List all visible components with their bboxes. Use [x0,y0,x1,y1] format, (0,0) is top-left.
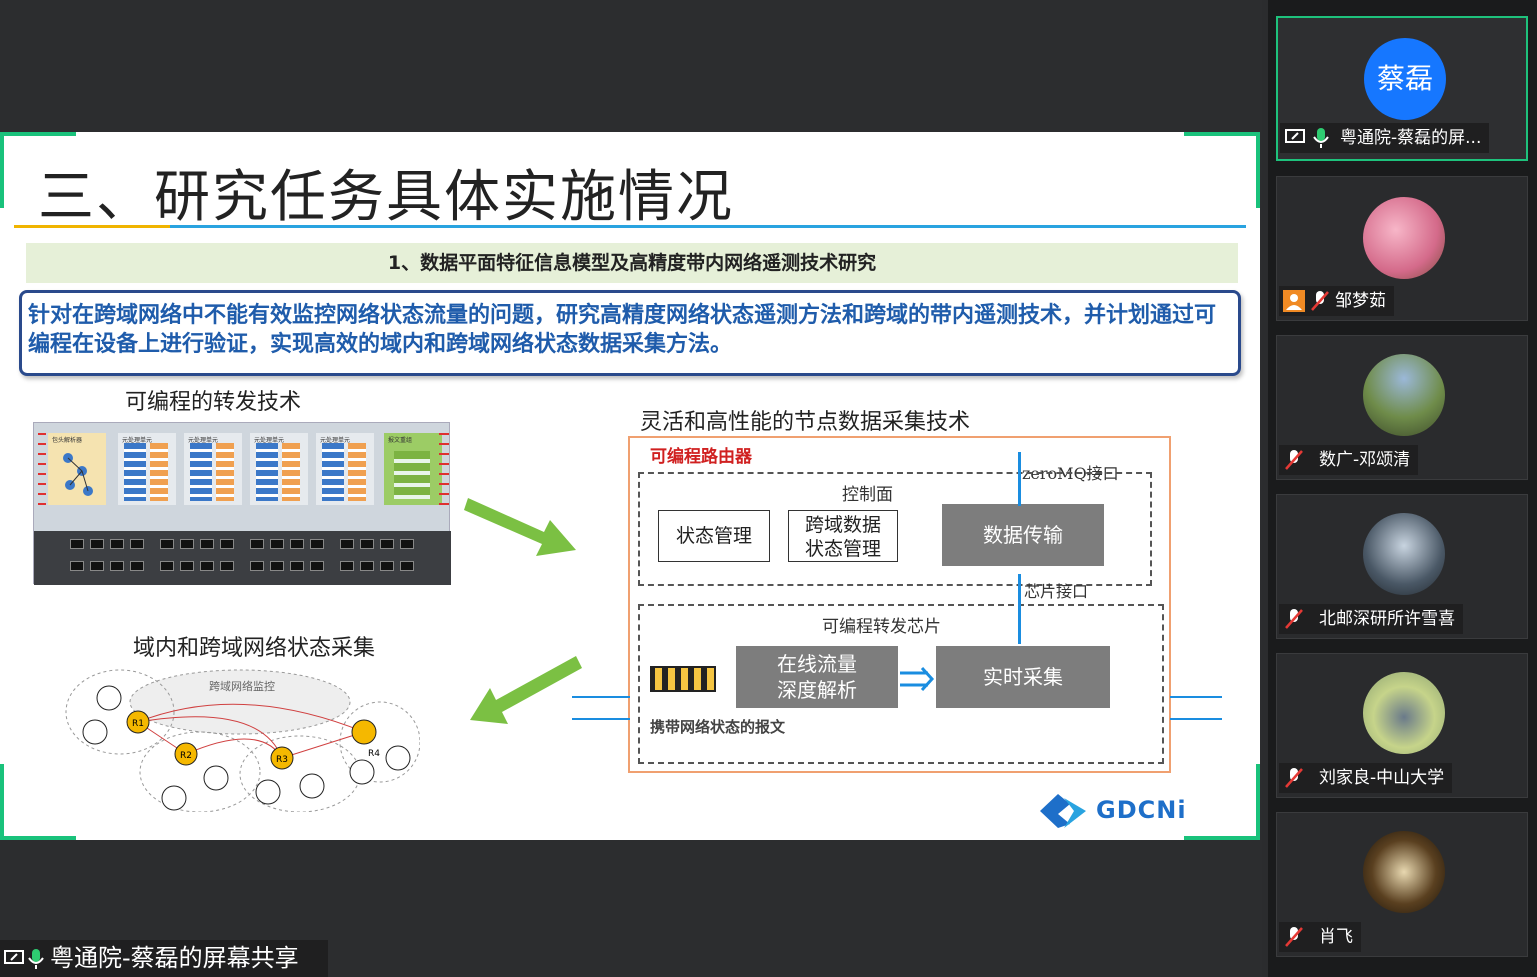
state-mgmt-box: 状态管理 [658,510,770,562]
main-stage: 三、研究任务具体实施情况 1、数据平面特征信息模型及高精度带内网络遥测技术研究 … [0,132,1260,977]
mau-stage-3: 元处理单元 [250,433,308,505]
programmable-forwarding-label: 可编程的转发技术 [125,390,302,415]
packet-note: 携带网络状态的报文 [650,718,786,736]
participant-tile[interactable]: 邹梦茹 [1276,176,1528,321]
participant-name-tag: 邹梦茹 [1279,286,1394,316]
gdcni-logo: GDCNi [1036,790,1206,832]
slide-title: 三、研究任务具体实施情况 [38,165,734,230]
participant-name-tag: 粤通院-蔡磊的屏... [1280,123,1490,153]
avatar [1363,672,1445,754]
cross-domain-state-box: 跨域数据状态管理 [788,510,898,562]
participant-tile[interactable]: 肖飞 [1276,812,1528,957]
chip-interface-label: 芯片接口 [1024,582,1089,601]
green-arrow-right [464,498,576,556]
screen-share-label: 粤通院-蔡磊的屏幕共享 [0,940,328,977]
mau-stage-2: 元处理单元 [184,433,242,505]
mau-stage-4: 元处理单元 [316,433,374,505]
chip-arrow [1018,574,1021,644]
switch-faceplate [34,531,451,585]
mau-stage-1: 元处理单元 [118,433,176,505]
network-topology: 跨域网络监控 R1 R2 R3 R4 [65,669,420,812]
parser-stage: 包头解析器 [48,433,106,505]
zeromq-arrow [1018,452,1021,506]
avatar: 蔡磊 [1364,38,1446,120]
participant-tile-active-speaker[interactable]: 蔡磊 粤通院-蔡磊的屏... [1276,16,1528,161]
forwarding-chip-box: 可编程转发芯片 在线流量深度解析 实时采集 携带网络状态的报文 [638,604,1164,764]
mic-muted-icon [1285,609,1303,629]
avatar [1363,831,1445,913]
node-collection-label: 灵活和高性能的节点数据采集技术 [640,410,971,435]
realtime-collect-box: 实时采集 [936,646,1110,708]
green-arrow-left [470,656,582,724]
mic-muted-icon [1285,450,1303,470]
online-parse-box: 在线流量深度解析 [736,646,898,708]
chip-title: 可编程转发芯片 [822,617,941,637]
data-transfer-box: 数据传输 [942,504,1104,566]
router-title: 可编程路由器 [650,447,752,467]
deparser-stage: 报文重组 [384,433,442,505]
participant-rail: 蔡磊 粤通院-蔡磊的屏... 邹梦茹 数广-邓颂清 北邮深研所许雪喜 [1268,0,1537,977]
svg-text:R3: R3 [276,755,288,765]
section-heading: 1、数据平面特征信息模型及高精度带内网络遥测技术研究 [26,243,1238,283]
avatar [1363,513,1445,595]
avatar [1363,354,1445,436]
title-rule [14,225,1246,228]
avatar [1363,197,1445,279]
packet-icon [650,666,716,692]
control-plane-title: 控制面 [842,485,893,505]
screen-share-icon [4,950,24,964]
pipeline-diagram: 包头解析器 元处理单元 元处理单元 元处理单元 元处理单元 报文重组 [33,422,451,585]
svg-text:跨域网络监控: 跨域网络监控 [209,679,275,693]
participant-name-tag: 肖飞 [1279,922,1361,952]
title-rule-accent [14,225,170,228]
gdcni-logo-icon [1040,794,1086,828]
participant-tile[interactable]: 数广-邓颂清 [1276,335,1528,480]
participant-tile[interactable]: 北邮深研所许雪喜 [1276,494,1528,639]
mic-muted-icon [1285,768,1303,788]
programmable-router-box: 可编程路由器 zeroMQ接口 控制面 状态管理 跨域数据状态管理 数据传输 芯… [628,436,1171,773]
domain-collection-label: 域内和跨域网络状态采集 [133,636,376,661]
mic-muted-icon [1285,927,1303,947]
shared-slide: 三、研究任务具体实施情况 1、数据平面特征信息模型及高精度带内网络遥测技术研究 … [0,132,1260,840]
participant-name-tag: 数广-邓颂清 [1279,445,1419,475]
mic-muted-icon [1311,291,1329,311]
participant-name-tag: 刘家良-中山大学 [1279,763,1453,793]
control-plane-box: 控制面 状态管理 跨域数据状态管理 数据传输 [638,472,1152,586]
participant-name-tag: 北邮深研所许雪喜 [1279,604,1463,634]
participant-tile[interactable]: 刘家良-中山大学 [1276,653,1528,798]
svg-text:R4: R4 [368,749,380,759]
double-arrow-icon [900,666,935,692]
svg-text:R2: R2 [180,751,192,761]
user-icon [1283,290,1305,312]
screen-share-icon [1285,129,1305,143]
mic-icon [28,949,44,969]
problem-statement: 针对在跨域网络中不能有效监控网络状态流量的问题，研究高精度网络状态遥测方法和跨域… [19,290,1241,376]
svg-text:R1: R1 [132,719,144,729]
mic-icon [1313,128,1329,148]
